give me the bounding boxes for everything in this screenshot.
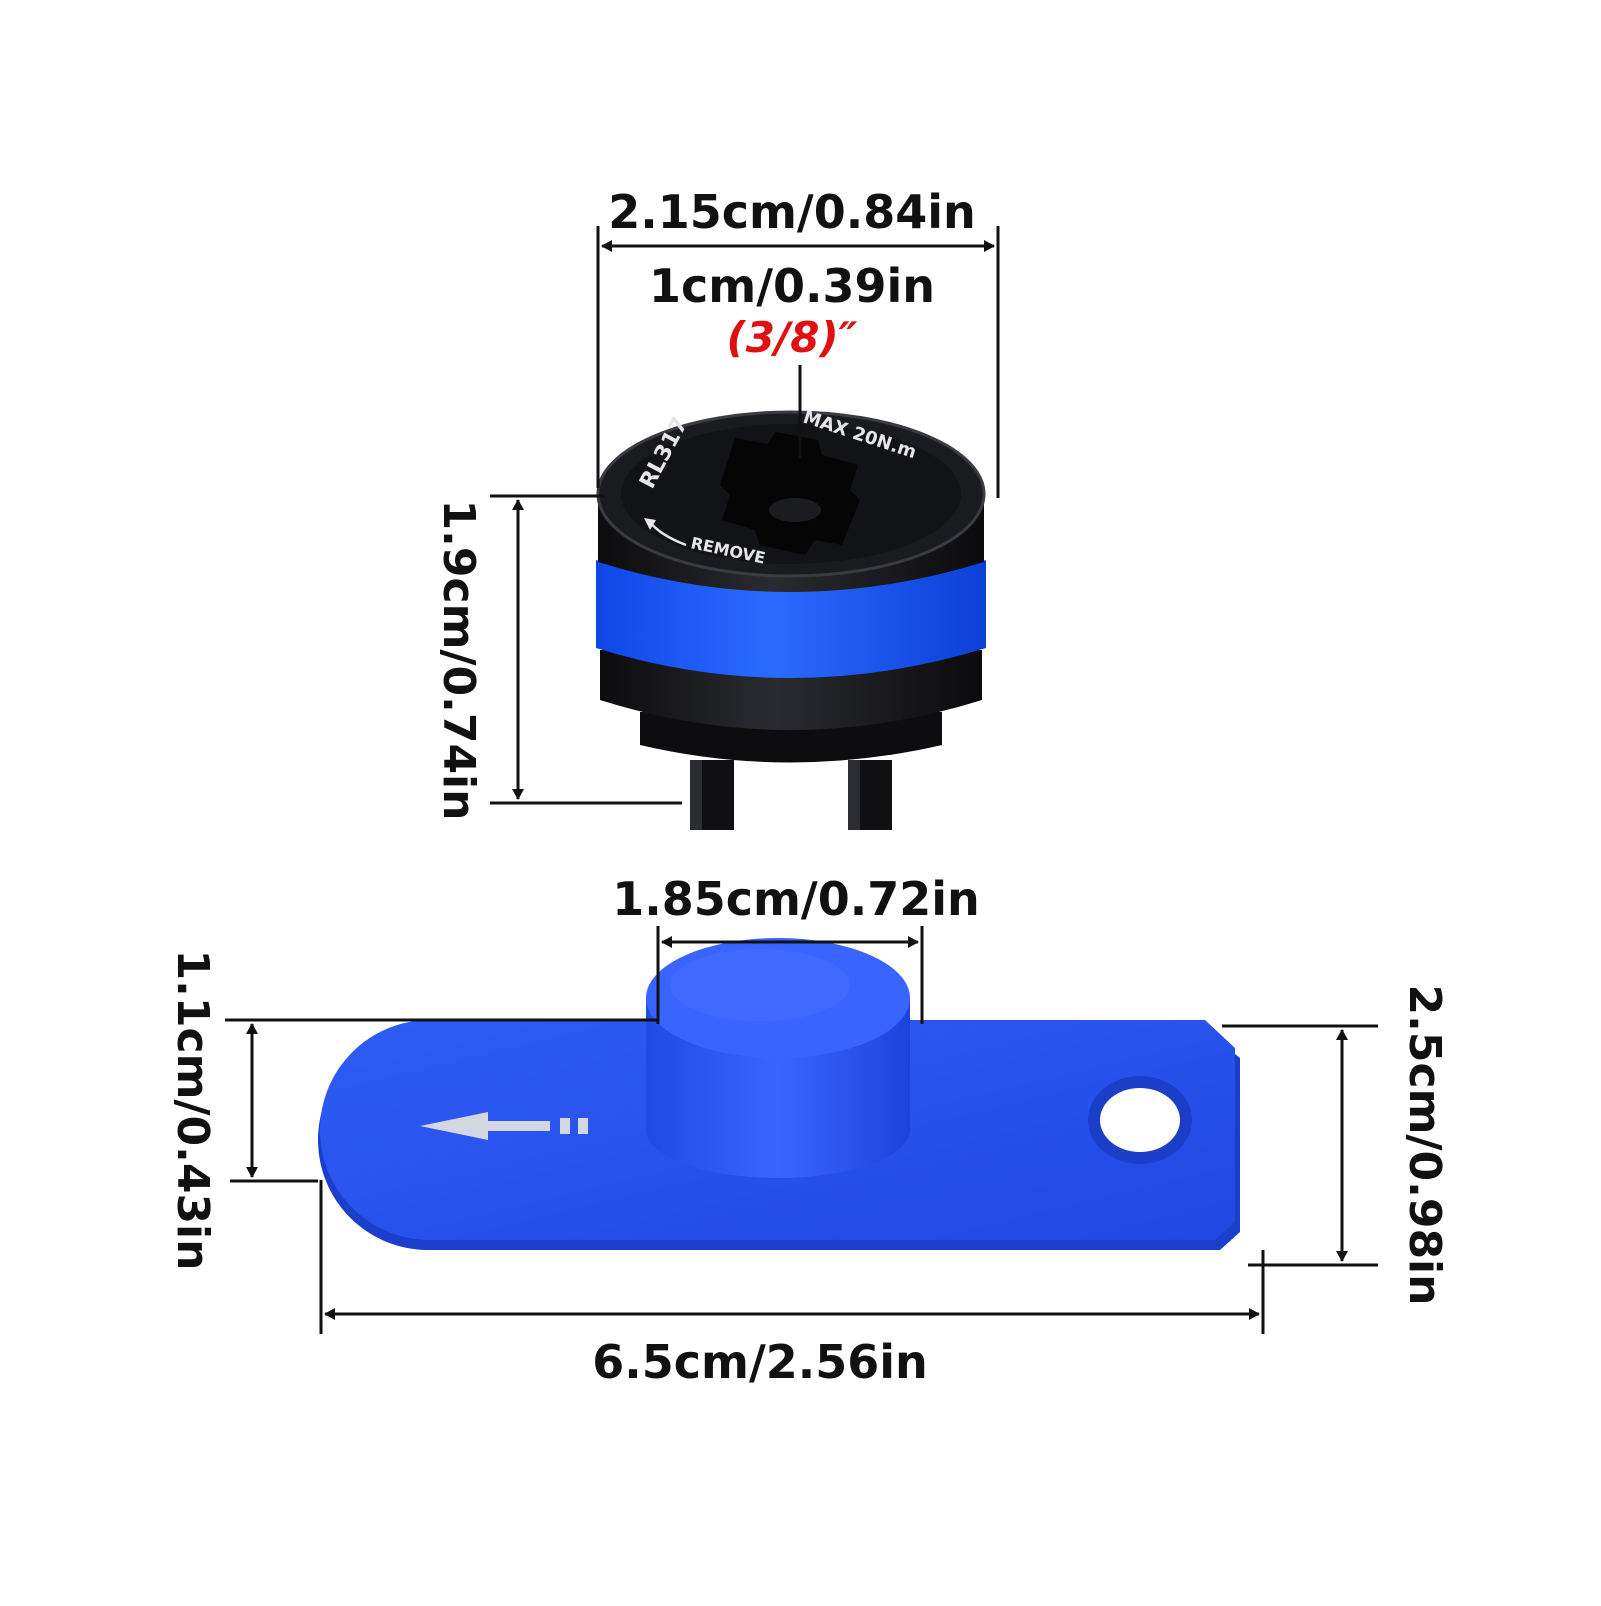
socket-height-label: 1.9cm/0.74in: [433, 500, 484, 821]
socket-square-drive-recess: [720, 432, 860, 555]
plate-length-label: 6.5cm/2.56in: [592, 1335, 928, 1389]
socket-drive-fraction-label: (3/8)″: [727, 313, 858, 362]
socket-illustration: RL317 MAX 20N.m REMOVE: [596, 407, 986, 830]
dimension-labels: 2.15cm/0.84in 1cm/0.39in (3/8)″ 1.9cm/0.…: [167, 185, 1450, 1389]
socket-width-label: 2.15cm/0.84in: [608, 185, 976, 239]
socket-drive-label: 1cm/0.39in: [649, 259, 935, 313]
boss-diameter-label: 1.85cm/0.72in: [612, 872, 980, 926]
dimension-lines: [225, 226, 1378, 1334]
socket-blue-band: [596, 560, 986, 678]
plate-width-label: 2.5cm/0.98in: [1399, 985, 1450, 1306]
plate-direction-arrow-icon: [420, 1112, 588, 1140]
plate-tool-illustration: [318, 938, 1240, 1250]
boss-height-label: 1.1cm/0.43in: [167, 950, 218, 1271]
